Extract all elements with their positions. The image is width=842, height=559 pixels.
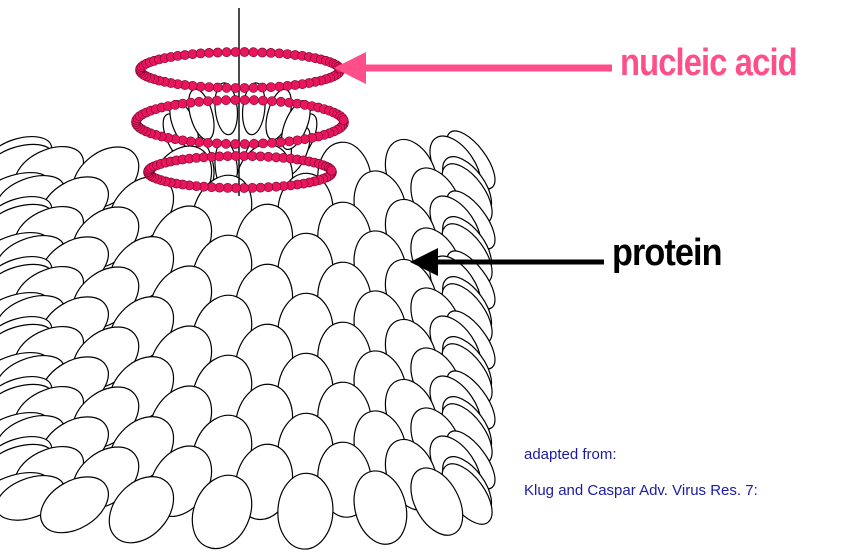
- rna-bead: [276, 138, 285, 147]
- rna-bead: [249, 83, 258, 92]
- rna-bead: [249, 48, 258, 57]
- citation-text: Klug and Caspar Adv. Virus Res. 7:: [524, 482, 758, 499]
- rna-bead: [231, 151, 240, 160]
- nucleic-acid-arrow: [334, 52, 612, 84]
- rna-bead: [223, 152, 232, 161]
- rna-bead: [222, 83, 231, 92]
- rna-bead: [258, 48, 267, 57]
- rna-bead: [240, 47, 249, 56]
- rna-bead: [268, 138, 277, 147]
- rna-bead: [276, 97, 285, 106]
- rna-bead: [212, 96, 221, 105]
- rna-bead: [266, 83, 275, 92]
- nucleic-acid-label: nucleic acid: [620, 42, 797, 85]
- rna-bead: [186, 98, 195, 107]
- rna-bead: [240, 83, 249, 92]
- rna-bead: [283, 81, 292, 90]
- rna-bead: [223, 183, 232, 192]
- rna-bead: [249, 139, 258, 148]
- rna-bead: [196, 49, 205, 58]
- protein-label: protein: [612, 232, 722, 275]
- rna-bead: [231, 139, 240, 148]
- rna-bead: [195, 138, 204, 147]
- rna-bead: [188, 50, 197, 59]
- rna-bead: [266, 48, 275, 57]
- rna-bead: [259, 96, 268, 105]
- rna-bead: [231, 83, 240, 92]
- rna-bead: [240, 139, 249, 148]
- rna-bead: [231, 95, 240, 104]
- rna-bead: [256, 183, 265, 192]
- rna-bead: [196, 82, 205, 91]
- rna-bead: [221, 139, 230, 148]
- rna-bead: [203, 97, 212, 106]
- rna-bead: [213, 83, 222, 92]
- rna-bead: [195, 97, 204, 106]
- rna-bead: [285, 137, 294, 146]
- rna-bead: [248, 183, 257, 192]
- rna-bead: [221, 96, 230, 105]
- rna-bead: [222, 48, 231, 57]
- rna-bead: [215, 152, 224, 161]
- rna-bead: [258, 83, 267, 92]
- rna-bead: [240, 95, 249, 104]
- rna-bead: [327, 166, 336, 175]
- rna-bead: [248, 152, 257, 161]
- rna-bead: [212, 139, 221, 148]
- rna-bead: [249, 96, 258, 105]
- rna-bead: [205, 48, 214, 57]
- rna-bead: [339, 115, 348, 124]
- rna-bead: [213, 48, 222, 57]
- rna-bead: [268, 97, 277, 106]
- rna-bead: [205, 83, 214, 92]
- rna-bead: [231, 183, 240, 192]
- rna-bead: [240, 151, 249, 160]
- rna-bead: [275, 49, 284, 58]
- rna-bead: [231, 47, 240, 56]
- rna-bead: [203, 138, 212, 147]
- rna-bead: [275, 82, 284, 91]
- adapted-from-label: adapted from:: [524, 446, 617, 463]
- rna-bead: [240, 183, 249, 192]
- rna-bead: [259, 139, 268, 148]
